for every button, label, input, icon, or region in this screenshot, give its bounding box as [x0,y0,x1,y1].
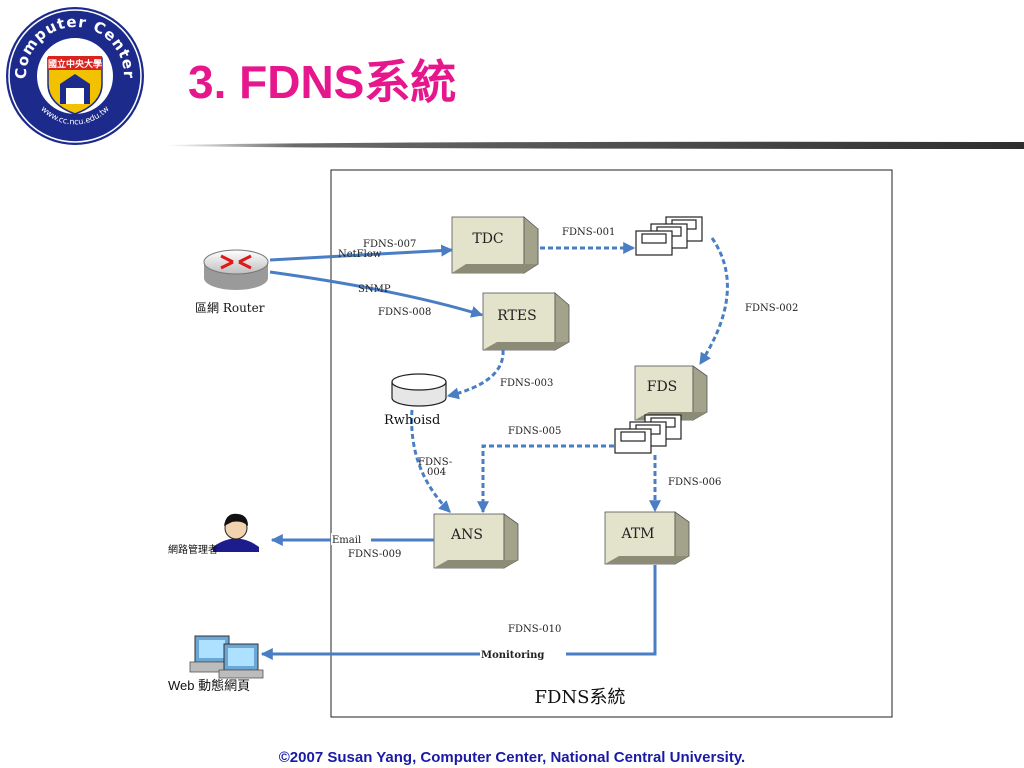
label-email: Email [332,535,361,546]
computer-center-logo: Computer Center www.cc.ncu.edu.tw 國立中央大學 [6,7,144,145]
admin-label: 網路管理者 [168,543,218,556]
rtes-box: RTES [482,292,570,351]
arrow-rwhoisd-ans [410,409,452,514]
slide-footer: ©2007 Susan Yang, Computer Center, Natio… [278,749,746,766]
tdc-box: TDC [451,216,539,274]
ans-label: ANS [450,527,483,543]
database-icon [391,373,447,407]
label-fdns-009: FDNS-009 [348,549,401,560]
label-monitoring: Monitoring [481,650,544,661]
label-fdns-002: FDNS-002 [745,303,798,314]
arrow-router-tdc [269,244,454,262]
label-fdns-006: FDNS-006 [668,477,721,488]
person-icon [213,513,259,552]
label-fdns-004-part1: FDNS- [418,457,452,468]
arrow-files-ans [477,444,614,514]
tdc-label: TDC [472,231,503,247]
arrow-rtes-rwhoisd [446,349,505,400]
logo-center-text: 國立中央大學 [48,58,102,70]
label-fdns-008: FDNS-008 [378,307,431,318]
arrow-files-fds [698,237,729,366]
web-label: Web 動態網頁 [168,678,250,693]
diagram-caption: FDNS系統 [534,687,625,708]
label-fdns-004-part2: 004 [427,467,446,478]
diagram-frame [330,169,893,718]
label-fdns-007: FDNS-007 [363,239,416,250]
label-snmp: SNMP [358,284,391,295]
label-netflow: NetFlow [338,249,382,260]
fds-label: FDS [647,379,678,395]
computer-icon [189,635,264,679]
router-icon [203,249,269,290]
file-stack-icon [635,216,703,256]
rtes-label: RTES [497,308,536,324]
rwhoisd-label: Rwhoisd [384,413,440,428]
label-fdns-001: FDNS-001 [562,227,615,238]
label-fdns-003: FDNS-003 [500,378,553,389]
atm-box: ATM [604,511,690,565]
arrow-atm-web [260,565,657,660]
slide-title: 3. FDNS系統 [188,56,457,108]
label-fdns-010: FDNS-010 [508,624,561,635]
title-divider [165,141,1024,149]
atm-label: ATM [620,526,654,542]
ans-box: ANS [433,513,519,569]
arrow-router-rtes [269,270,484,318]
file-stack-icon [614,414,682,454]
label-fdns-005: FDNS-005 [508,426,561,437]
fds-box: FDS [634,365,708,421]
router-label: 區網 Router [195,301,265,315]
